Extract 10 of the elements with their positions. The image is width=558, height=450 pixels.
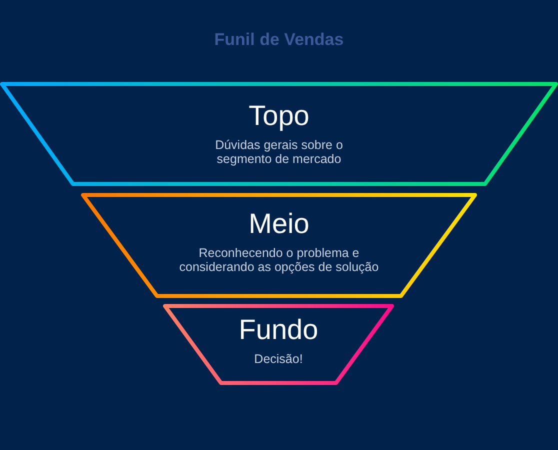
stage-heading: Meio bbox=[248, 208, 310, 240]
stage-description: Reconhecendo o problema e considerando as opções de solução bbox=[178, 246, 380, 274]
stage-heading: Fundo bbox=[238, 314, 318, 346]
stage-heading: Topo bbox=[248, 100, 310, 132]
funnel-stage-trapezoid bbox=[81, 193, 477, 298]
stage-description: Decisão! bbox=[254, 352, 303, 366]
diagram-title: Funil de Vendas bbox=[214, 30, 344, 50]
funnel-stage-trapezoid bbox=[163, 304, 394, 385]
stage-description: Dúvidas gerais sobre o segmento de mercado bbox=[214, 138, 344, 166]
funnel-stage-trapezoid bbox=[0, 82, 558, 186]
